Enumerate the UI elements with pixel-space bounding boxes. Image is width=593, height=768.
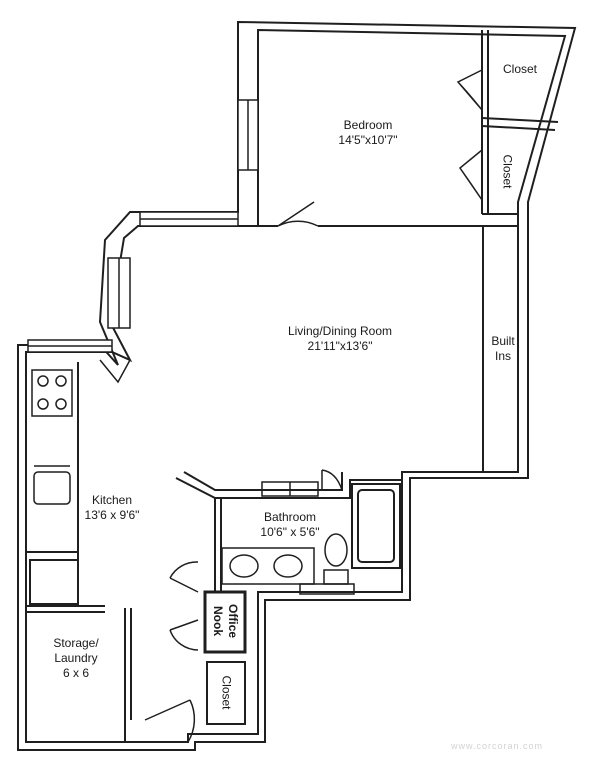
vanity-basin-right xyxy=(273,554,303,578)
vanity-basin-left xyxy=(229,554,259,578)
door-kitchen-corner xyxy=(99,359,131,384)
kitchen-dims: 13'6 x 9'6" xyxy=(84,508,140,522)
bathroom-name: Bathroom xyxy=(263,510,317,524)
outer-wall xyxy=(17,20,577,751)
closet-top-name: Closet xyxy=(502,62,537,76)
door-closet-top xyxy=(456,69,483,111)
room-label-closet-top: Closet xyxy=(495,62,545,77)
room-label-kitchen: Kitchen 13'6 x 9'6" xyxy=(70,493,154,523)
office-line1: Office xyxy=(226,603,240,638)
storage-line2: Laundry xyxy=(54,651,98,665)
burner-2 xyxy=(55,375,67,387)
door-bedroom xyxy=(277,201,319,227)
room-label-bedroom: Bedroom 14'5"x10'7" xyxy=(328,118,408,148)
built-ins-line2: Ins xyxy=(494,349,511,363)
kitchen-name: Kitchen xyxy=(91,493,133,507)
burner-1 xyxy=(37,375,49,387)
office-nook-box xyxy=(203,590,247,654)
door-closet-mid xyxy=(458,149,483,201)
kitchen-appliance xyxy=(29,559,79,605)
door-bathroom xyxy=(321,469,343,491)
burner-3 xyxy=(37,398,49,410)
burner-4 xyxy=(55,398,67,410)
room-label-built-ins: Built Ins xyxy=(485,334,521,364)
bathtub xyxy=(351,483,401,569)
room-label-living: Living/Dining Room 21'11"x13'6" xyxy=(270,324,410,354)
storage-line1: Storage/ xyxy=(53,636,99,650)
room-label-closet-mid: Closet xyxy=(500,147,515,197)
vanity xyxy=(221,547,315,585)
storage-line3: 6 x 6 xyxy=(62,666,89,680)
room-label-office: Office Nook xyxy=(210,595,240,647)
bedroom-dims: 14'5"x10'7" xyxy=(338,133,398,147)
stove xyxy=(31,369,73,417)
bedroom-name: Bedroom xyxy=(343,118,393,132)
door-entry xyxy=(144,699,196,743)
bathtub-inner xyxy=(357,489,395,563)
closet-bottom-name: Closet xyxy=(219,675,234,710)
closet-mid-name: Closet xyxy=(500,154,515,189)
door-office-lower xyxy=(169,619,199,651)
door-office-upper xyxy=(169,561,199,593)
bathroom-dims: 10'6" x 5'6" xyxy=(260,525,320,539)
office-line2: Nook xyxy=(211,606,225,636)
kitchen-sink xyxy=(33,471,71,505)
closet-bottom-box xyxy=(206,661,246,725)
room-label-closet-bottom: Closet xyxy=(219,668,234,718)
watermark: www.corcoran.com xyxy=(450,741,543,751)
room-label-bathroom: Bathroom 10'6" x 5'6" xyxy=(248,510,332,540)
living-dims: 21'11"x13'6" xyxy=(307,339,373,353)
toilet-bowl xyxy=(324,533,348,567)
bathroom-wall-north xyxy=(175,477,402,499)
living-name: Living/Dining Room xyxy=(287,324,393,338)
built-ins-line1: Built xyxy=(491,334,515,348)
bath-radiator xyxy=(299,583,355,595)
room-label-storage: Storage/ Laundry 6 x 6 xyxy=(36,636,116,681)
closet-divider xyxy=(481,117,559,123)
bathroom-wall-north-b xyxy=(183,471,343,491)
closet-divider-b xyxy=(481,125,556,131)
toilet-tank xyxy=(323,569,349,585)
